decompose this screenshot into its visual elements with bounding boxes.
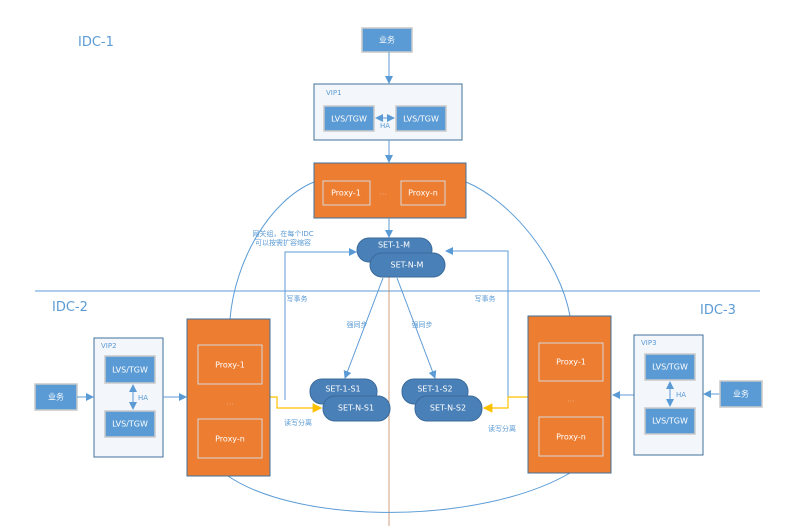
ellipsis: ... bbox=[226, 398, 234, 407]
read-split-arrow bbox=[482, 396, 528, 413]
business-box-idc3 bbox=[719, 380, 763, 408]
lvs-label: LVS/TGW bbox=[403, 115, 439, 124]
proxy-box bbox=[197, 344, 263, 385]
ellipsis: ... bbox=[379, 188, 387, 197]
vip1-label: VIP1 bbox=[326, 89, 342, 97]
lvs-label: LVS/TGW bbox=[112, 366, 148, 375]
write-tx-label: 写事务 bbox=[287, 294, 308, 303]
lvs-box bbox=[323, 105, 375, 132]
business-box-idc2 bbox=[34, 383, 78, 411]
ha-label: HA bbox=[138, 394, 148, 402]
arc-connection bbox=[465, 181, 571, 317]
proxy-box bbox=[538, 416, 604, 457]
business-label: 业务 bbox=[48, 392, 64, 402]
proxy-label: Proxy-1 bbox=[331, 189, 361, 198]
set-slave-pill bbox=[322, 395, 391, 422]
strong-sync-label: 强同步 bbox=[412, 321, 433, 329]
proxy-label: Proxy-n bbox=[556, 433, 586, 442]
set-label: SET-N-S1 bbox=[338, 404, 374, 413]
proxy-label: Proxy-1 bbox=[215, 361, 245, 370]
proxy-label: Proxy-1 bbox=[556, 358, 586, 367]
idc3-label: IDC-3 bbox=[700, 303, 736, 318]
lvs-label: LVS/TGW bbox=[112, 420, 148, 429]
idc2-label: IDC-2 bbox=[52, 300, 88, 315]
lvs-box bbox=[395, 105, 447, 132]
lvs-box bbox=[104, 355, 156, 384]
set-label: SET-1-M bbox=[378, 241, 410, 250]
proxy-box bbox=[538, 342, 604, 382]
write-tx-label: 写事务 bbox=[475, 294, 496, 303]
arc-connection bbox=[227, 472, 571, 513]
set-label: SET-1-S1 bbox=[325, 385, 360, 394]
gateway-note: 可以按需扩容缩容 bbox=[255, 238, 311, 247]
gateway-note: 网关组，在每个IDC bbox=[252, 229, 313, 238]
proxy-box bbox=[197, 418, 263, 459]
rw-split-label: 读写分离 bbox=[488, 424, 516, 433]
rw-split-label: 读写分离 bbox=[284, 418, 312, 427]
strong-sync-arrow bbox=[396, 277, 437, 379]
lvs-label: LVS/TGW bbox=[652, 363, 688, 372]
ha-label: HA bbox=[676, 391, 686, 399]
lvs-box bbox=[644, 407, 696, 435]
vip2-label: VIP2 bbox=[101, 342, 117, 350]
set-label: SET-N-S2 bbox=[430, 404, 466, 413]
write-tx-arrow bbox=[284, 248, 357, 400]
arc-connection bbox=[229, 181, 315, 320]
set-slave-pill bbox=[414, 395, 483, 422]
lvs-box bbox=[644, 353, 696, 381]
business-label: 业务 bbox=[733, 389, 749, 399]
idc1-label: IDC-1 bbox=[78, 35, 114, 50]
lvs-label: LVS/TGW bbox=[652, 417, 688, 426]
set-master-pill bbox=[369, 252, 446, 278]
proxy-group-idc3 bbox=[527, 315, 612, 474]
strong-sync-arrow bbox=[343, 277, 384, 379]
strong-sync-label: 强同步 bbox=[347, 321, 368, 329]
proxy-box bbox=[400, 180, 446, 206]
proxy-label: Proxy-n bbox=[215, 435, 245, 444]
write-tx-arrow bbox=[445, 247, 509, 400]
set-label: SET-1-S2 bbox=[417, 385, 452, 394]
ha-label: HA bbox=[380, 122, 390, 130]
vip3-label: VIP3 bbox=[641, 339, 657, 347]
business-box-idc1 bbox=[361, 27, 413, 53]
lvs-box bbox=[104, 410, 156, 438]
lvs-label: LVS/TGW bbox=[331, 115, 367, 124]
proxy-group-idc1 bbox=[313, 162, 467, 219]
ellipsis: ... bbox=[567, 395, 575, 404]
business-label: 业务 bbox=[379, 35, 395, 45]
proxy-box bbox=[322, 180, 371, 206]
proxy-label: Proxy-n bbox=[408, 189, 438, 198]
vip3-box bbox=[633, 334, 704, 456]
set-label: SET-N-M bbox=[391, 261, 424, 270]
read-split-arrow bbox=[270, 396, 323, 413]
